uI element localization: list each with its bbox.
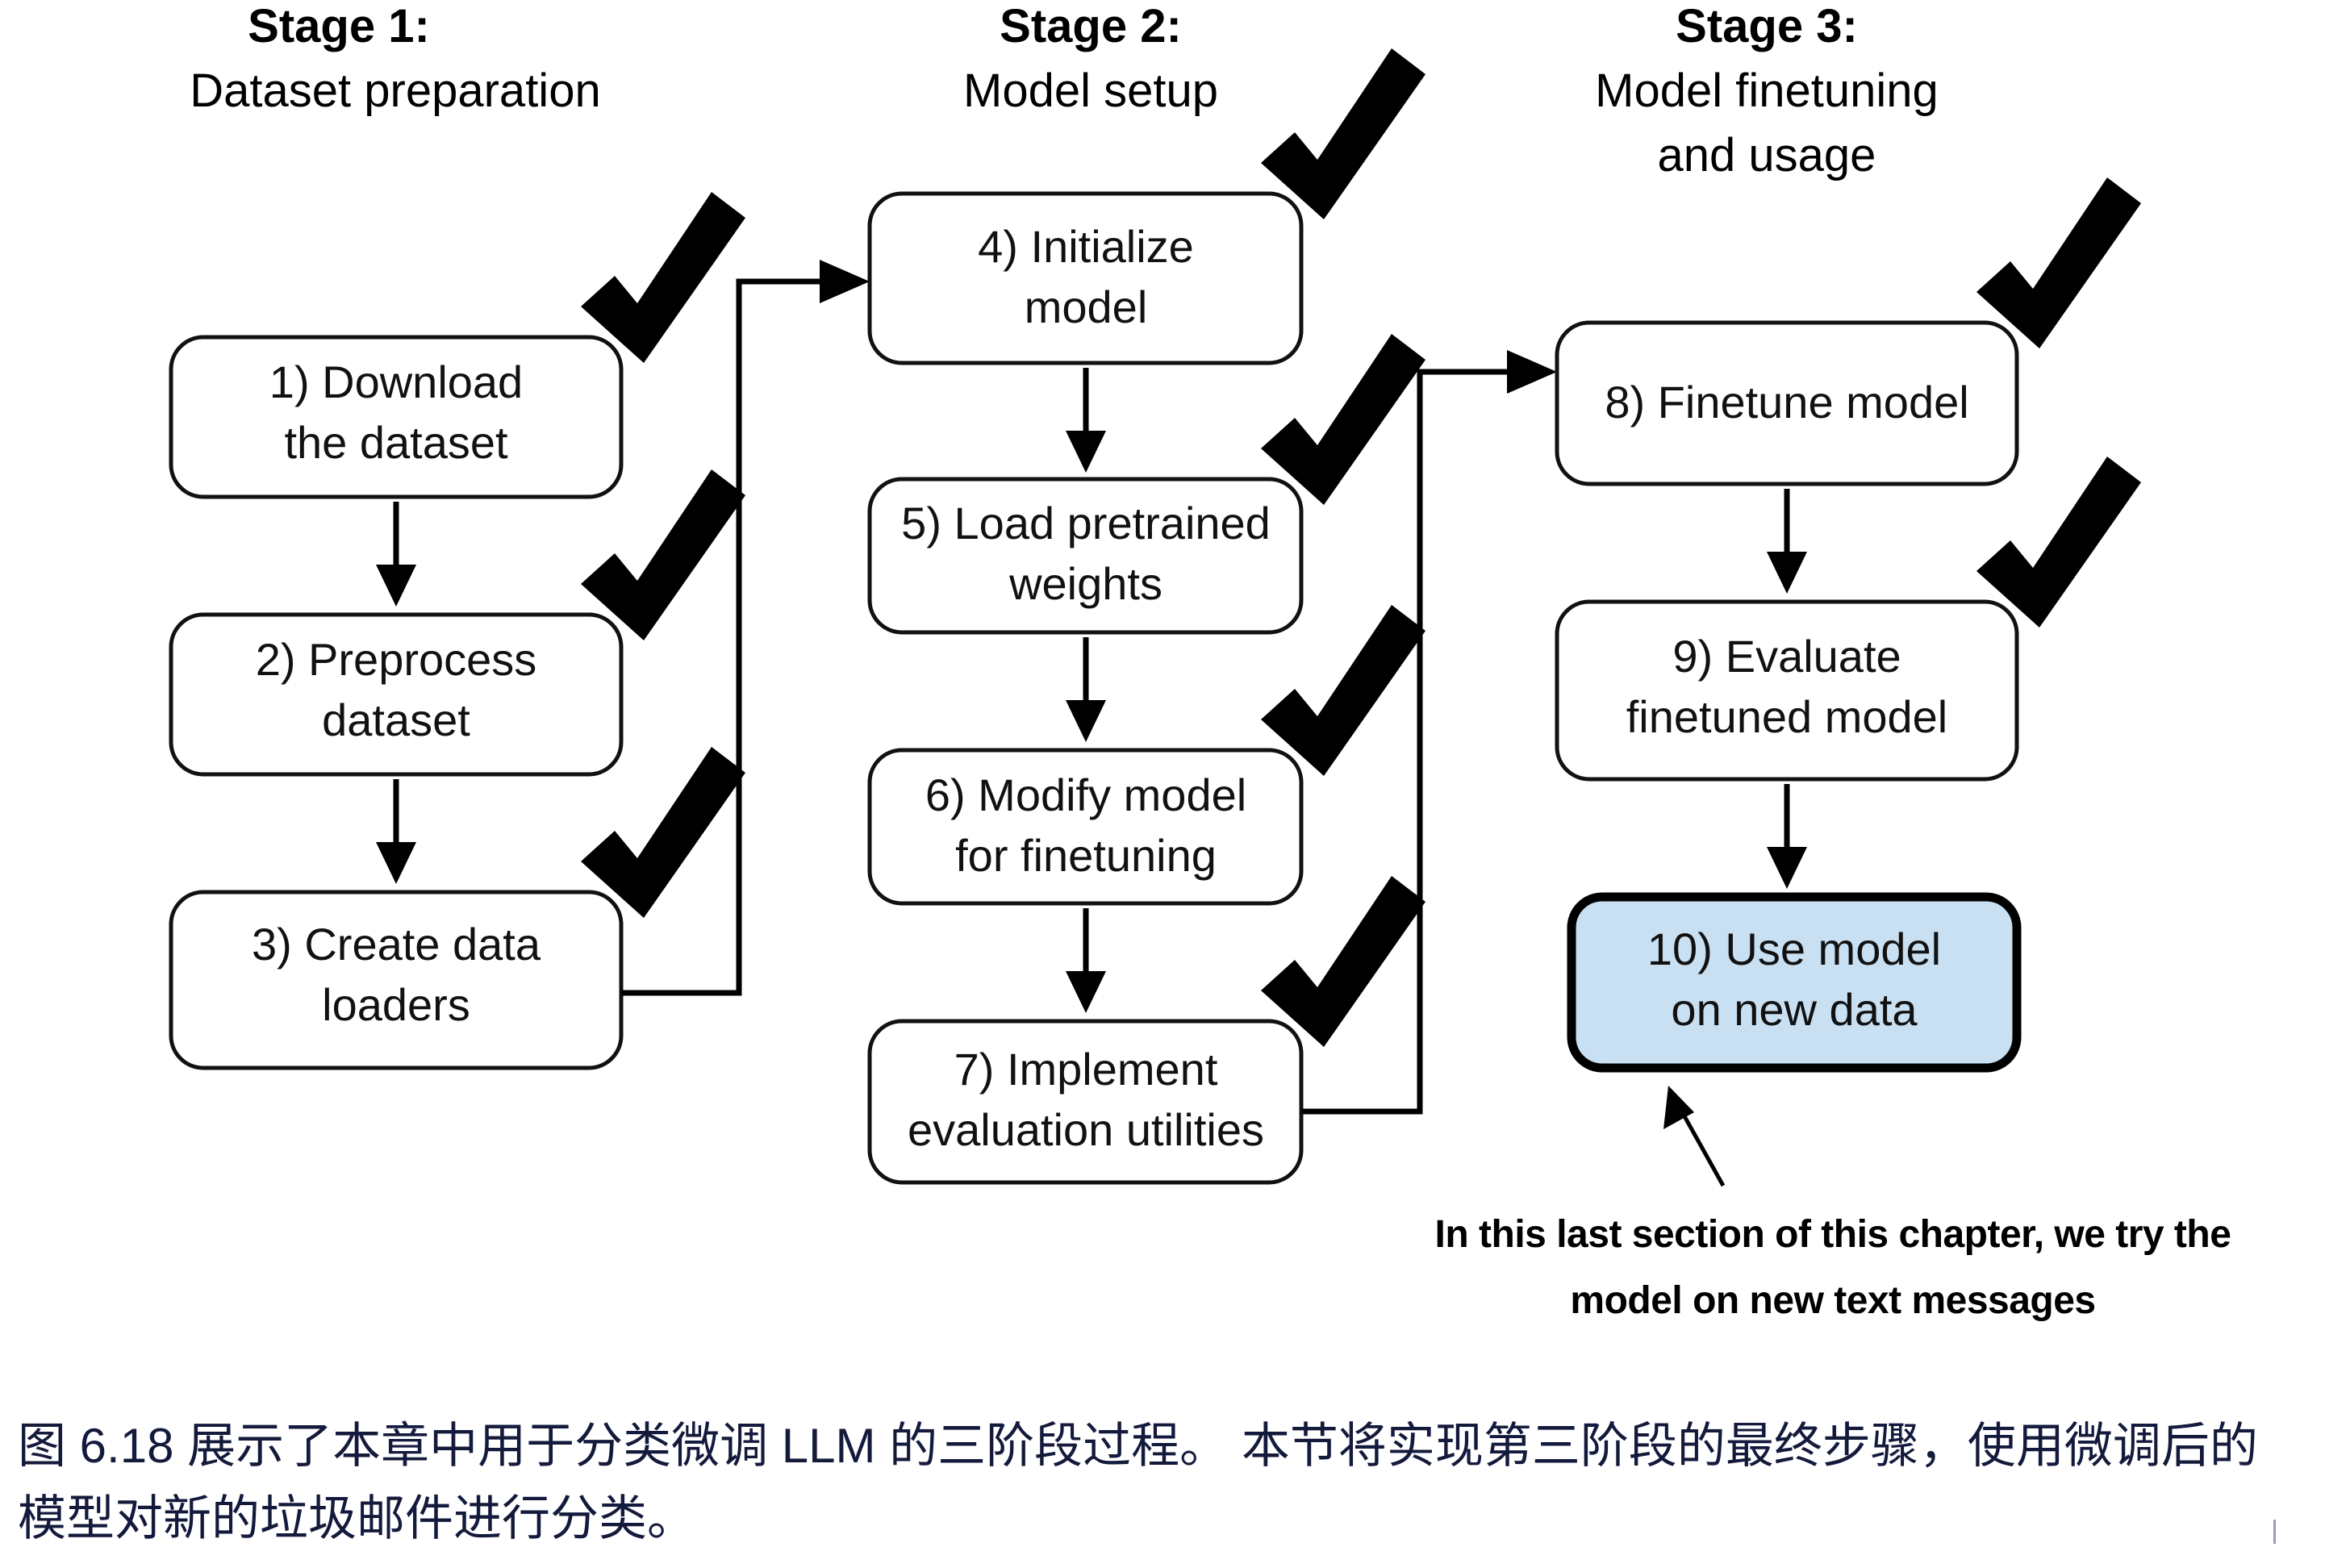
stage-3-title: Stage 3: — [1676, 0, 1858, 52]
node-7-label-line2: evaluation utilities — [908, 1104, 1264, 1155]
node-9-label-line2: finetuned model — [1626, 691, 1948, 742]
node-10[interactable]: 10) Use model on new data — [1567, 892, 2022, 1073]
stage-3-subtitle-line1: Model finetuning — [1595, 65, 1939, 117]
node-8-checkmark-icon — [1976, 177, 2141, 348]
node-3[interactable]: 3) Create data loaders — [169, 890, 624, 1070]
node-2-label-line1: 2) Preprocess — [256, 634, 537, 685]
node-5-label-line2: weights — [1008, 558, 1162, 609]
node-2-label-line2: dataset — [322, 694, 470, 745]
node-10-label-line2: on new data — [1671, 984, 1918, 1035]
stage-1-title: Stage 1: — [248, 0, 430, 52]
node-1-checkmark-icon — [581, 192, 745, 363]
flowchart-diagram: Stage 1: Dataset preparation 1) Download… — [169, 0, 2231, 1322]
node-1-label-line2: the dataset — [284, 417, 508, 468]
node-4-checkmark-icon — [1261, 48, 1425, 219]
node-5[interactable]: 5) Load pretrained weights — [867, 477, 1304, 635]
node-6-label-line2: for finetuning — [955, 830, 1217, 881]
caption-line-2: 模型对新的垃圾邮件进行分类。 — [18, 1491, 695, 1545]
node-8[interactable]: 8) Finetune model — [1555, 320, 2019, 486]
node-9-box[interactable] — [1555, 599, 2019, 782]
node-10-box[interactable] — [1567, 892, 2022, 1073]
node-1[interactable]: 1) Download the dataset — [169, 335, 624, 499]
node-7-box[interactable] — [867, 1019, 1304, 1185]
annotation-line-2: model on new text messages — [1570, 1279, 2095, 1322]
node-9-checkmark-icon — [1976, 457, 2141, 628]
arrow-node9-to-node10 — [1767, 784, 1807, 889]
arrow-node5-to-node6 — [1066, 637, 1106, 742]
node-6[interactable]: 6) Modify model for finetuning — [867, 748, 1304, 906]
connector-stage2-to-stage3 — [1301, 350, 1557, 1115]
node-3-box[interactable] — [169, 890, 624, 1070]
figure-caption: 图 6.18 展示了本章中用于分类微调 LLM 的三阶段过程。 本节将实现第三阶… — [0, 1410, 2325, 1568]
node-5-box[interactable] — [867, 477, 1304, 635]
node-4[interactable]: 4) Initialize model — [867, 191, 1304, 365]
arrow-node2-to-node3 — [376, 779, 416, 884]
node-8-label-line1: 8) Finetune model — [1605, 377, 1968, 427]
caption-line-1: 图 6.18 展示了本章中用于分类微调 LLM 的三阶段过程。 本节将实现第三阶… — [18, 1419, 2258, 1473]
node-5-checkmark-icon — [1261, 334, 1425, 505]
node-8-box[interactable] — [1555, 320, 2019, 486]
stage-3-group: Stage 3: Model finetuning and usage 8) F… — [1435, 0, 2231, 1322]
text-cursor-caret — [2273, 1520, 2276, 1544]
arrow-node4-to-node5 — [1066, 368, 1106, 473]
arrow-node1-to-node2 — [376, 502, 416, 607]
stage-2-subtitle: Model setup — [963, 65, 1218, 117]
node-1-label-line1: 1) Download — [269, 357, 523, 407]
node-3-label-line1: 3) Create data — [252, 919, 541, 970]
node-9-label-line1: 9) Evaluate — [1672, 631, 1901, 682]
stage-2-group: Stage 2: Model setup 4) Initialize model… — [867, 0, 1425, 1185]
node-4-label-line2: model — [1025, 281, 1148, 332]
stage-1-group: Stage 1: Dataset preparation 1) Download… — [169, 0, 745, 1070]
stage-1-subtitle: Dataset preparation — [190, 65, 600, 117]
node-7-checkmark-icon — [1261, 876, 1425, 1047]
node-4-box[interactable] — [867, 191, 1304, 365]
node-3-checkmark-icon — [581, 747, 745, 918]
node-2-checkmark-icon — [581, 469, 745, 640]
node-6-label-line1: 6) Modify model — [925, 769, 1246, 820]
annotation-line-1: In this last section of this chapter, we… — [1435, 1213, 2231, 1256]
connector-stage1-to-stage2 — [621, 260, 870, 996]
node-2-box[interactable] — [169, 612, 624, 777]
annotation-pointer-arrow — [1663, 1086, 1726, 1187]
node-4-label-line1: 4) Initialize — [978, 221, 1194, 272]
node-3-label-line2: loaders — [322, 979, 470, 1030]
node-7[interactable]: 7) Implement evaluation utilities — [867, 1019, 1304, 1185]
arrow-node8-to-node9 — [1767, 489, 1807, 594]
stage-2-title: Stage 2: — [1000, 0, 1182, 52]
node-6-checkmark-icon — [1261, 605, 1425, 776]
node-1-box[interactable] — [169, 335, 624, 499]
stage-3-subtitle-line2: and usage — [1658, 129, 1876, 181]
node-9[interactable]: 9) Evaluate finetuned model — [1555, 599, 2019, 782]
node-6-box[interactable] — [867, 748, 1304, 906]
arrow-node6-to-node7 — [1066, 908, 1106, 1013]
node-10-label-line1: 10) Use model — [1647, 924, 1941, 974]
node-7-label-line1: 7) Implement — [954, 1044, 1218, 1095]
node-2[interactable]: 2) Preprocess dataset — [169, 612, 624, 777]
node-5-label-line1: 5) Load pretrained — [901, 498, 1271, 548]
